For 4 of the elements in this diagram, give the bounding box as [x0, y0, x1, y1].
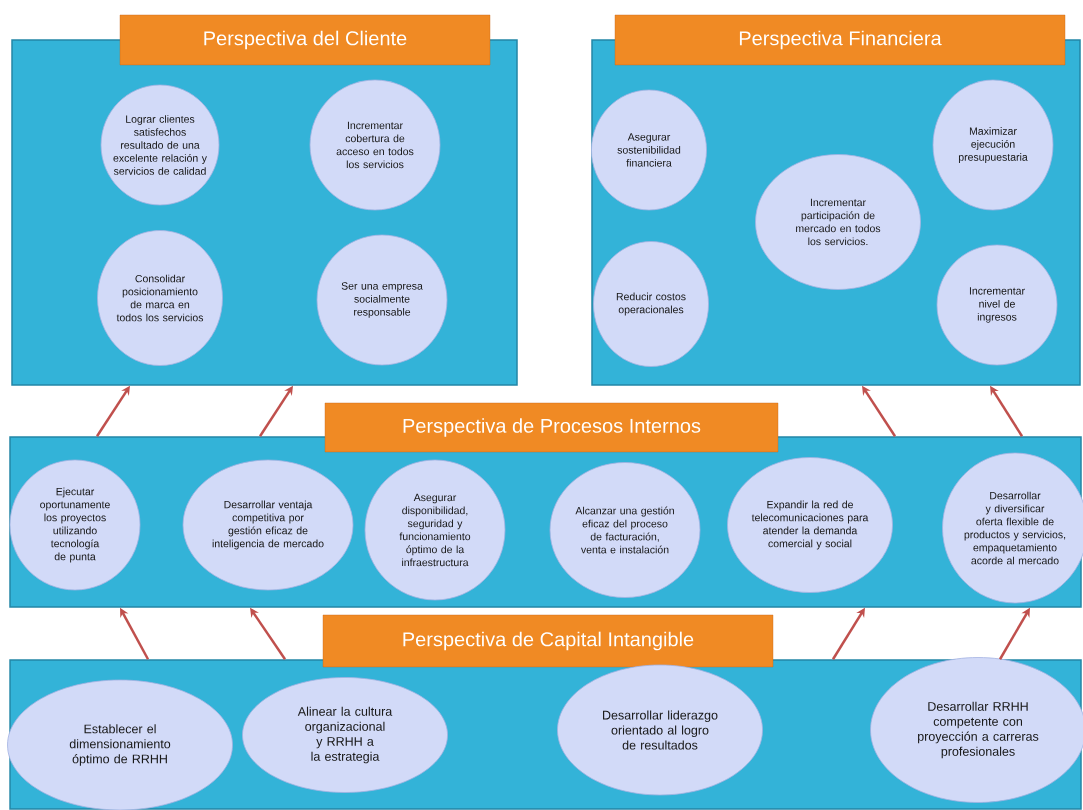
heading-tab: Perspectiva Financiera — [614, 14, 1066, 66]
heading-tab: Perspectiva de Procesos Internos — [324, 402, 779, 453]
heading-tab: Perspectiva del Cliente — [119, 14, 491, 66]
heading-tab: Perspectiva de Capital Intangible — [322, 614, 774, 668]
